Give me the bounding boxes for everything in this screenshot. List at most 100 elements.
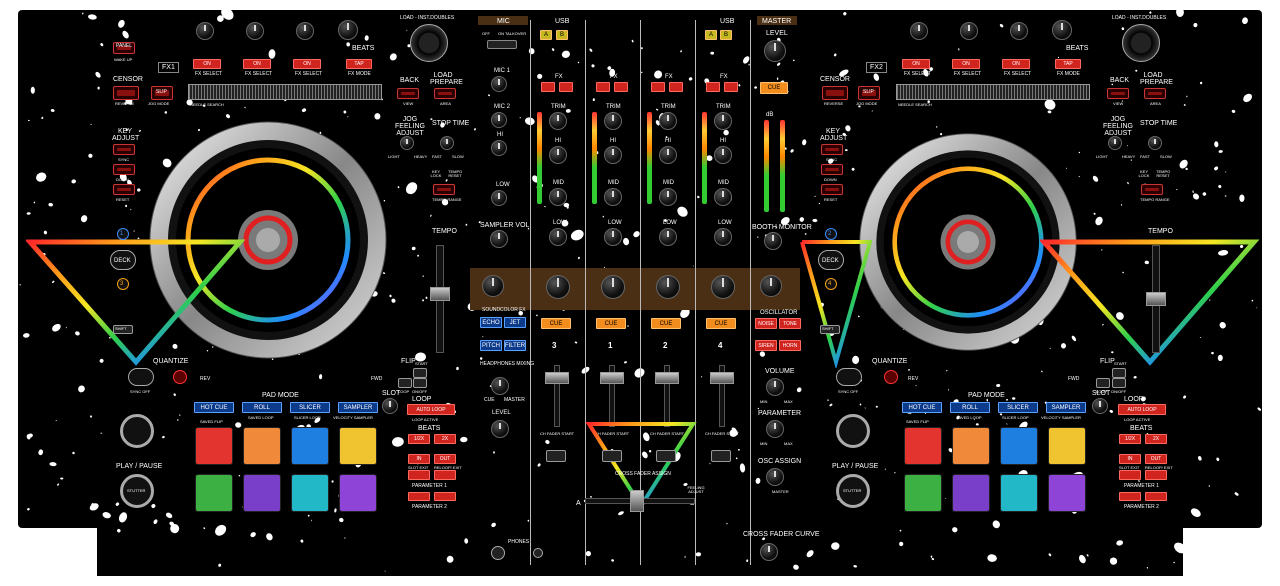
- mic1-knob[interactable]: [491, 76, 507, 92]
- fx-assign-1-ch3[interactable]: [541, 82, 555, 92]
- tempo-fader-cap-right[interactable]: [1146, 292, 1166, 306]
- slot-exit-button-left[interactable]: [408, 470, 430, 480]
- key-sync-button-left[interactable]: [113, 144, 135, 155]
- tempo-fader-cap-left[interactable]: [430, 287, 450, 301]
- fx1-beats-knob[interactable]: [338, 20, 358, 40]
- performance-pad-right-5[interactable]: [904, 474, 942, 512]
- performance-pad-left-1[interactable]: [195, 427, 233, 465]
- tone-button[interactable]: TONE: [779, 318, 801, 329]
- fx2-on-button-2[interactable]: ON: [952, 59, 980, 69]
- sampler-vol-knob[interactable]: [490, 230, 508, 248]
- shift-button-right[interactable]: [820, 325, 840, 334]
- color-knob-ch2[interactable]: [656, 275, 680, 299]
- fx1-tap-button[interactable]: TAP: [346, 59, 372, 69]
- sampler-button-right[interactable]: SAMPLER: [1046, 402, 1086, 413]
- pitch-button[interactable]: PITCH: [480, 340, 502, 351]
- fx2-on-button-3[interactable]: ON: [1002, 59, 1030, 69]
- flip-start-button-right[interactable]: [1112, 368, 1126, 378]
- slicer-button-right[interactable]: SLICER: [998, 402, 1038, 413]
- crossfader-cap[interactable]: [630, 490, 644, 512]
- mid-knob-ch3[interactable]: [549, 188, 567, 206]
- fx2-knob-2[interactable]: [960, 22, 978, 40]
- key-reset-button-left[interactable]: [113, 184, 135, 195]
- censor-button-right[interactable]: [822, 86, 848, 100]
- performance-pad-left-4[interactable]: [339, 427, 377, 465]
- hot-cue-button-right[interactable]: HOT CUE: [902, 402, 942, 413]
- fx-assign-2-ch4[interactable]: [724, 82, 738, 92]
- master-level-knob[interactable]: [764, 40, 786, 62]
- hi-knob-ch2[interactable]: [659, 146, 677, 164]
- cue-button-right[interactable]: [836, 414, 870, 448]
- performance-pad-right-4[interactable]: [1048, 427, 1086, 465]
- echo-button[interactable]: ECHO: [480, 317, 502, 328]
- jet-button[interactable]: JET: [504, 317, 526, 328]
- double-button-left[interactable]: 2X: [434, 434, 456, 444]
- channel-fader-cap-2[interactable]: [655, 372, 679, 384]
- hi-knob-ch4[interactable]: [714, 146, 732, 164]
- reloop-button-left[interactable]: [434, 470, 456, 480]
- play-pause-button-right[interactable]: [836, 474, 870, 508]
- jog-feeling-knob-right[interactable]: [1108, 136, 1122, 150]
- param-plus-button-right[interactable]: [1145, 492, 1167, 501]
- fx1-knob-2[interactable]: [246, 22, 264, 40]
- loop-button-right[interactable]: [1096, 378, 1110, 388]
- phones-jack-small[interactable]: [533, 548, 543, 558]
- fx-assign-1-ch4[interactable]: [706, 82, 720, 92]
- slot-exit-button-right[interactable]: [1119, 470, 1141, 480]
- param-minus-button-left[interactable]: [408, 492, 430, 501]
- performance-pad-left-8[interactable]: [339, 474, 377, 512]
- out-button-right[interactable]: OUT: [1145, 454, 1167, 464]
- slot-knob-right[interactable]: [1092, 398, 1108, 414]
- trim-knob-ch2[interactable]: [659, 112, 677, 130]
- deck-button-right[interactable]: [818, 250, 844, 270]
- fx2-knob-3[interactable]: [1010, 22, 1028, 40]
- half-button-left[interactable]: 1/2X: [408, 434, 430, 444]
- mid-knob-ch4[interactable]: [714, 188, 732, 206]
- fx2-on-button-1[interactable]: ON: [902, 59, 930, 69]
- slot-knob-left[interactable]: [382, 398, 398, 414]
- slip-button-left[interactable]: [151, 86, 173, 100]
- cue-button-left[interactable]: [120, 414, 154, 448]
- fx-assign-2-ch1[interactable]: [614, 82, 628, 92]
- performance-pad-left-7[interactable]: [291, 474, 329, 512]
- back-button-left[interactable]: [397, 88, 419, 99]
- mic-low-knob[interactable]: [491, 190, 507, 206]
- cue-button-ch3[interactable]: CUE: [541, 318, 571, 329]
- play-pause-button-left[interactable]: [120, 474, 154, 508]
- key-reset-button-right[interactable]: [821, 184, 843, 195]
- censor-sync-button-left[interactable]: [128, 368, 154, 386]
- channel-fader-track-1[interactable]: [609, 365, 615, 427]
- in-button-right[interactable]: IN: [1119, 454, 1141, 464]
- osc-assign-knob[interactable]: [766, 468, 784, 486]
- horn-button[interactable]: HORN: [779, 340, 801, 351]
- cf-assign-switch-2[interactable]: [656, 450, 676, 462]
- fx-assign-1-ch2[interactable]: [651, 82, 665, 92]
- trim-knob-ch4[interactable]: [714, 112, 732, 130]
- channel-fader-cap-1[interactable]: [600, 372, 624, 384]
- deck-button-left[interactable]: [110, 250, 136, 270]
- fx1-knob-1[interactable]: [196, 22, 214, 40]
- channel-fader-cap-3[interactable]: [545, 372, 569, 384]
- hot-cue-button-left[interactable]: HOT CUE: [194, 402, 234, 413]
- cf-assign-switch-4[interactable]: [711, 450, 731, 462]
- mid-knob-ch2[interactable]: [659, 188, 677, 206]
- stop-time-knob-left[interactable]: [440, 136, 454, 150]
- sampler-button-left[interactable]: SAMPLER: [338, 402, 378, 413]
- performance-pad-right-7[interactable]: [1000, 474, 1038, 512]
- param-minus-button-right[interactable]: [1119, 492, 1141, 501]
- param-plus-button-left[interactable]: [434, 492, 456, 501]
- cue-button-ch2[interactable]: CUE: [651, 318, 681, 329]
- low-knob-ch3[interactable]: [549, 228, 567, 246]
- fx1-on-button-2[interactable]: ON: [243, 59, 271, 69]
- master-color-knob[interactable]: [760, 275, 782, 297]
- performance-pad-left-3[interactable]: [291, 427, 329, 465]
- jog-wheel-right[interactable]: [858, 132, 1078, 352]
- channel-fader-track-3[interactable]: [554, 365, 560, 427]
- cue-button-ch4[interactable]: CUE: [706, 318, 736, 329]
- low-knob-ch2[interactable]: [659, 228, 677, 246]
- mic2-knob[interactable]: [491, 112, 507, 128]
- jog-wheel-left[interactable]: [148, 120, 388, 360]
- performance-pad-left-2[interactable]: [243, 427, 281, 465]
- performance-pad-right-3[interactable]: [1000, 427, 1038, 465]
- fx-assign-2-ch3[interactable]: [559, 82, 573, 92]
